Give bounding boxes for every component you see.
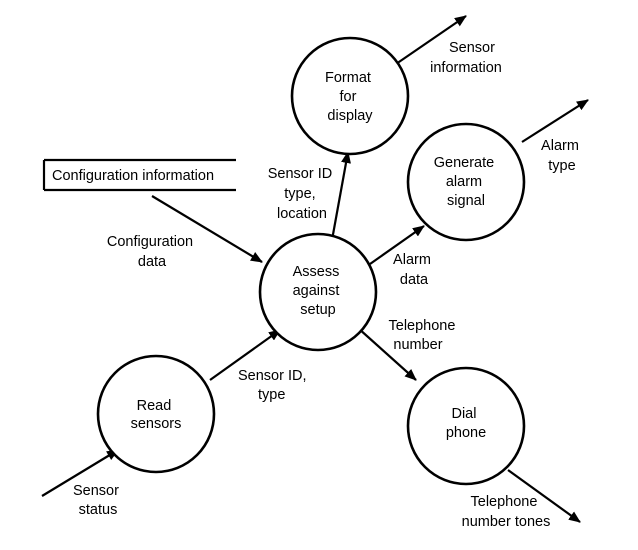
process-read-sensors-line-1: Read: [137, 398, 172, 414]
process-dial-phone: Dial phone: [406, 366, 526, 486]
process-generate-alarm-signal: Generate alarm signal: [406, 122, 526, 242]
process-generate-line-1: Generate: [434, 155, 494, 171]
process-dial-circle: [406, 366, 526, 486]
process-read-sensors: Read sensors: [96, 354, 216, 474]
process-assess-circle: [258, 232, 378, 352]
flow-label-sensor-id-type-location-line-1: Sensor ID: [268, 166, 332, 182]
flow-label-alarm-data-line-2: data: [400, 272, 429, 288]
process-format-label: Format for display: [325, 70, 375, 124]
flow-label-sensor-status-line-2: status: [79, 502, 118, 518]
flow-label-alarm-type: Alarm type: [541, 138, 583, 174]
flow-alarm-type: [521, 99, 589, 143]
process-assess-line-1: Assess: [293, 264, 340, 280]
process-format-circle: [290, 36, 410, 156]
flow-sensor-information: [395, 15, 467, 65]
process-assess-line-3: setup: [300, 302, 335, 318]
process-dial-line-1: Dial: [451, 406, 476, 422]
flow-label-telephone-number-line-2: number: [393, 337, 442, 353]
flow-label-sensor-status-line-1: Sensor: [73, 483, 119, 499]
flow-label-telephone-number-line-1: Telephone: [389, 318, 456, 334]
process-dial-label: Dial phone: [446, 406, 486, 441]
flow-label-alarm-type-line-2: type: [548, 158, 575, 174]
flow-label-configuration-data: Configuration data: [107, 234, 197, 270]
flow-label-sensor-id-type: Sensor ID, type: [238, 368, 311, 403]
flow-telephone-number-tones: [507, 469, 581, 523]
flow-label-sensor-id-type-location-line-3: location: [277, 206, 327, 222]
process-generate-line-2: alarm: [446, 174, 482, 190]
process-read-sensors-line-2: sensors: [131, 416, 182, 432]
flow-label-sensor-status: Sensor status: [73, 483, 123, 518]
process-format-line-3: display: [327, 108, 373, 124]
flow-label-sensor-id-type-line-2: type: [258, 387, 285, 403]
process-assess-against-setup: Assess against setup: [258, 232, 378, 352]
process-assess-line-2: against: [293, 283, 340, 299]
flow-label-telephone-number-tones: Telephone number tones: [462, 494, 551, 530]
flow-sensor-id-type: [209, 329, 281, 381]
process-generate-label: Generate alarm signal: [434, 155, 499, 209]
flow-label-sensor-id-type-line-1: Sensor ID,: [238, 368, 307, 384]
flow-sensor-id-type-location: [330, 151, 351, 241]
flow-label-sensor-id-type-location: Sensor ID type, location: [268, 166, 337, 222]
flow-alarm-data: [369, 225, 425, 265]
flow-sensor-status: [41, 449, 119, 497]
flow-configuration-data: [151, 195, 263, 263]
flow-label-sensor-information-line-1: Sensor: [449, 40, 495, 56]
process-generate-circle: [406, 122, 526, 242]
flow-label-sensor-information-line-2: information: [430, 60, 502, 76]
flow-label-telephone-number-tones-line-1: Telephone: [471, 494, 538, 510]
flow-label-alarm-data: Alarm data: [393, 252, 435, 288]
process-format-line-2: for: [340, 89, 357, 105]
flow-telephone-number: [357, 327, 417, 381]
flow-label-configuration-data-line-2: data: [138, 254, 167, 270]
flow-label-telephone-number-tones-line-2: number tones: [462, 514, 551, 530]
flow-label-configuration-data-line-1: Configuration: [107, 234, 193, 250]
process-generate-line-3: signal: [447, 193, 485, 209]
process-read-sensors-circle: [96, 354, 216, 474]
flow-label-alarm-data-line-1: Alarm: [393, 252, 431, 268]
data-store-label: Configuration information: [52, 168, 214, 184]
flow-label-telephone-number: Telephone number: [389, 318, 460, 353]
process-read-sensors-label: Read sensors: [131, 398, 182, 432]
flow-label-alarm-type-line-1: Alarm: [541, 138, 579, 154]
process-format-line-1: Format: [325, 70, 371, 86]
flow-label-sensor-information: Sensor information: [430, 40, 502, 76]
flow-label-sensor-id-type-location-line-2: type,: [284, 186, 315, 202]
process-assess-label: Assess against setup: [293, 264, 344, 318]
process-format-for-display: Format for display: [290, 36, 410, 156]
data-store-configuration: Configuration information: [42, 158, 236, 192]
process-dial-line-2: phone: [446, 425, 486, 441]
